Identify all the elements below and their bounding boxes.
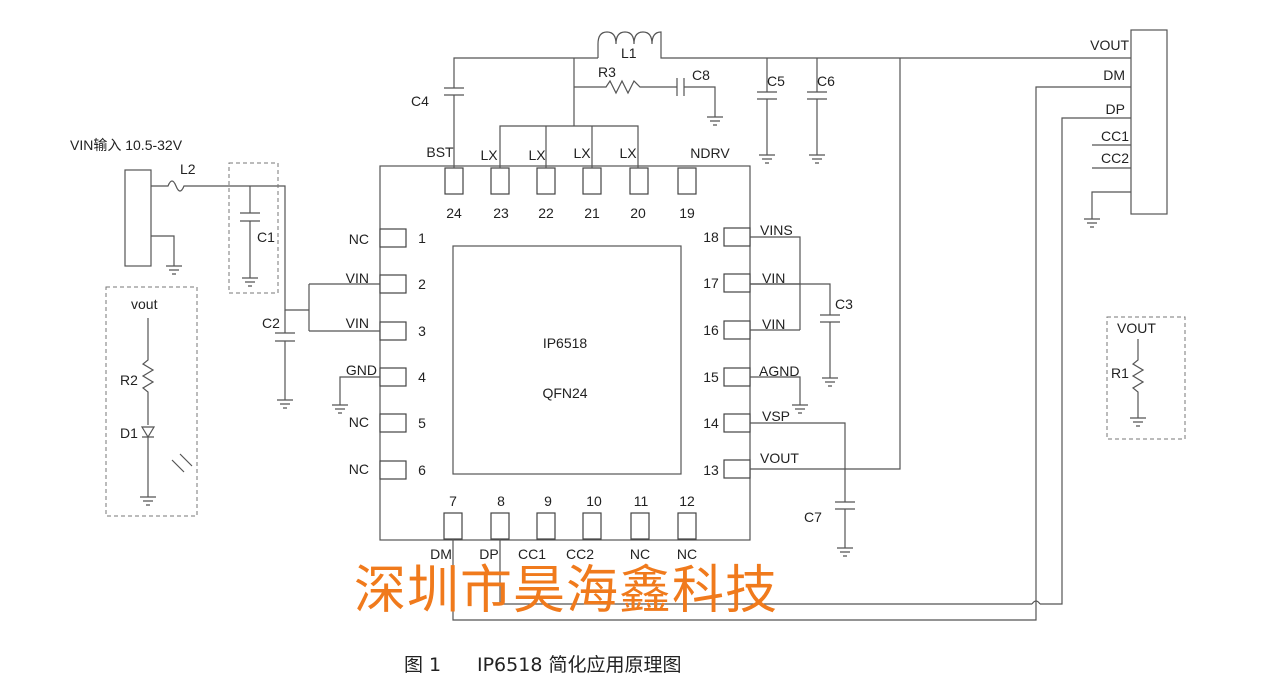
d1-label: D1	[120, 425, 138, 441]
r1-box-vout: VOUT	[1117, 320, 1156, 336]
pin-name-16: VIN	[762, 316, 785, 332]
pin-num-22: 22	[538, 205, 554, 221]
r1-box: VOUT R1	[1106, 316, 1186, 440]
pin-num-9: 9	[544, 493, 552, 509]
top-pins: 24 23 22 21 20 19 BST LX LX LX LX NDRV	[426, 144, 730, 221]
data-line-routing	[452, 86, 1131, 621]
chip-part-label: IP6518	[543, 335, 588, 351]
r2-label: R2	[120, 372, 138, 388]
pin-name-10: CC2	[566, 546, 594, 562]
pin-name-20: LX	[619, 145, 637, 161]
pin-num-6: 6	[418, 462, 426, 478]
pin-name-22: LX	[528, 147, 546, 163]
l1-label: L1	[621, 45, 637, 61]
pin-num-5: 5	[418, 415, 426, 431]
pin-num-1: 1	[418, 230, 426, 246]
pin-name-13: VOUT	[760, 450, 799, 466]
right-pins: 18 17 16 15 14 13 VINS VIN VIN AGND VSP …	[703, 222, 799, 479]
pin-name-2: VIN	[346, 270, 369, 286]
led-indicator-box: vout R2 D1	[105, 286, 198, 517]
c1-box	[228, 162, 279, 294]
input-connector	[124, 169, 152, 267]
pin-name-1: NC	[349, 231, 369, 247]
figure-caption-title: IP6518 简化应用原理图	[477, 654, 681, 676]
input-label: VIN输入 10.5-32V	[70, 137, 183, 153]
figure-caption-prefix: 图 1	[404, 654, 441, 676]
pin-name-7: DM	[430, 546, 452, 562]
usb-pin-cc2: CC2	[1101, 150, 1129, 166]
r1-label: R1	[1111, 365, 1129, 381]
pin-num-15: 15	[703, 369, 719, 385]
c7-label: C7	[804, 509, 822, 525]
pin-name-4: GND	[346, 362, 377, 378]
pin-num-3: 3	[418, 323, 426, 339]
pin-name-8: DP	[479, 546, 498, 562]
c8-label: C8	[692, 67, 710, 83]
pin-num-24: 24	[446, 205, 462, 221]
watermark-text: 深圳市昊海鑫科技	[354, 561, 778, 621]
r3-label: R3	[598, 64, 616, 80]
c6-label: C6	[817, 73, 835, 89]
pin-name-21: LX	[573, 145, 591, 161]
usb-pin-cc1: CC1	[1101, 128, 1129, 144]
left-pins: 1 2 3 4 5 6 NC VIN VIN GND NC NC	[346, 228, 426, 480]
chip-package-label: QFN24	[542, 385, 587, 401]
pin-name-23: LX	[480, 147, 498, 163]
pin-num-18: 18	[703, 229, 719, 245]
switching-section: C4 L1 R3 C8 C5 C6	[411, 31, 1131, 470]
pin-name-14: VSP	[762, 408, 790, 424]
c2-label: C2	[262, 315, 280, 331]
pin-name-17: VIN	[762, 270, 785, 286]
pin-num-21: 21	[584, 205, 600, 221]
pin-num-4: 4	[418, 369, 426, 385]
usb-pin-dm: DM	[1103, 67, 1125, 83]
pin-name-15: AGND	[759, 363, 799, 379]
pin-name-18: VINS	[760, 222, 793, 238]
pin-num-13: 13	[703, 462, 719, 478]
pin-num-2: 2	[418, 276, 426, 292]
pin-name-9: CC1	[518, 546, 546, 562]
pin-name-24: BST	[426, 144, 454, 160]
c3-label: C3	[835, 296, 853, 312]
pin-name-12: NC	[677, 546, 697, 562]
usb-connector: VOUT DM DP CC1 CC2	[1084, 29, 1168, 228]
bottom-pins: 7 8 9 10 11 12 DM DP CC1 CC2 NC NC	[430, 493, 697, 562]
input-section: VIN输入 10.5-32V L2 C1 C2	[70, 137, 380, 414]
pin-num-19: 19	[679, 205, 695, 221]
pin-num-20: 20	[630, 205, 646, 221]
c1-label: C1	[257, 229, 275, 245]
right-side-network: C3 C7	[750, 236, 855, 557]
ic-ip6518: IP6518 QFN24	[379, 165, 751, 541]
pin-name-11: NC	[630, 546, 650, 562]
pin-num-12: 12	[679, 493, 695, 509]
pin-num-17: 17	[703, 275, 719, 291]
pin-num-10: 10	[586, 493, 602, 509]
pin-num-16: 16	[703, 322, 719, 338]
pin-num-8: 8	[497, 493, 505, 509]
pin-num-23: 23	[493, 205, 509, 221]
usb-pin-dp: DP	[1106, 101, 1125, 117]
c5-label: C5	[767, 73, 785, 89]
pin-num-7: 7	[449, 493, 457, 509]
led-box-vout: vout	[131, 296, 158, 312]
pin-num-14: 14	[703, 415, 719, 431]
pin-name-19: NDRV	[690, 145, 730, 161]
pin-name-6: NC	[349, 461, 369, 477]
pin-num-11: 11	[634, 493, 649, 509]
c4-label: C4	[411, 93, 429, 109]
usb-pin-vout: VOUT	[1090, 37, 1129, 53]
pin-name-5: NC	[349, 414, 369, 430]
l2-label: L2	[180, 161, 196, 177]
pin-name-3: VIN	[346, 315, 369, 331]
